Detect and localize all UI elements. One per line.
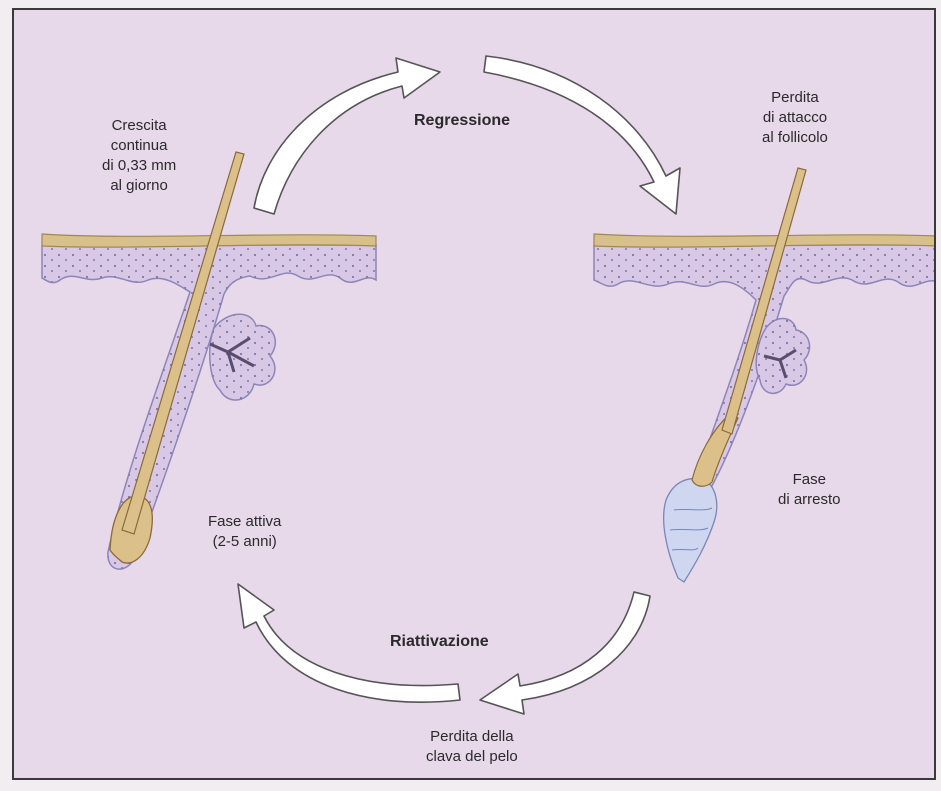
- regression-label: Regressione: [414, 111, 510, 131]
- right-hair-shaft: [722, 168, 806, 434]
- club-loss-label-line-2: clava del pelo: [426, 747, 518, 767]
- cycle-arrows: [238, 56, 680, 714]
- growth-label-line-1: Crescita: [102, 116, 176, 136]
- detachment-label-line-3: al follicolo: [762, 128, 828, 148]
- club-loss-label-line-1: Perdita della: [426, 727, 518, 747]
- arrow-bottom-right: [480, 592, 650, 714]
- arrow-top-right: [484, 56, 680, 214]
- growth-label: Crescita continua di 0,33 mm al giorno: [102, 116, 176, 196]
- active-phase-label-line-1: Fase attiva: [208, 512, 281, 532]
- diagram-frame: Crescita continua di 0,33 mm al giorno R…: [12, 8, 936, 780]
- arrow-top-left: [254, 58, 440, 214]
- right-epidermis: [594, 234, 936, 247]
- detachment-label: Perdita di attacco al follicolo: [762, 88, 828, 148]
- rest-phase-label-line-2: di arresto: [778, 490, 841, 510]
- rest-phase-label: Fase di arresto: [778, 470, 841, 510]
- rest-phase-label-line-1: Fase: [778, 470, 841, 490]
- active-phase-label-line-2: (2-5 anni): [208, 532, 281, 552]
- active-phase-label: Fase attiva (2-5 anni): [208, 512, 281, 552]
- growth-label-line-4: al giorno: [102, 176, 176, 196]
- active-follicle: [42, 152, 376, 569]
- club-loss-label: Perdita della clava del pelo: [426, 727, 518, 767]
- reactivation-label: Riattivazione: [390, 632, 489, 652]
- rest-follicle: [594, 168, 936, 582]
- detachment-label-line-1: Perdita: [762, 88, 828, 108]
- detachment-label-line-2: di attacco: [762, 108, 828, 128]
- growth-label-line-3: di 0,33 mm: [102, 156, 176, 176]
- growth-label-line-2: continua: [102, 136, 176, 156]
